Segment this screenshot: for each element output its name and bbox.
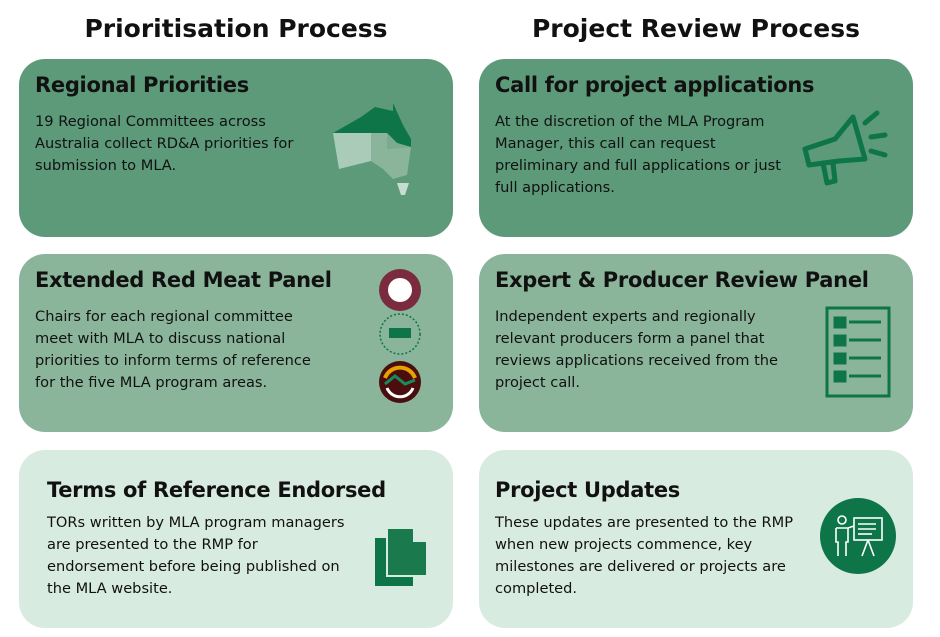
card-body: Independent experts and regionally relev… xyxy=(495,308,779,391)
card-title: Extended Red Meat Panel xyxy=(35,268,332,292)
card-title: Regional Priorities xyxy=(35,73,249,97)
prioritisation-title: Prioritisation Process xyxy=(84,14,388,43)
australia-map-icon xyxy=(333,103,411,195)
card-body: These updates are presented to the RMP w… xyxy=(495,514,794,597)
megaphone-icon xyxy=(802,110,888,186)
presentation-icon xyxy=(820,498,896,574)
card-body: TORs written by MLA program managers are… xyxy=(47,514,345,597)
card-title: Expert & Producer Review Panel xyxy=(495,268,869,292)
card-title: Terms of Reference Endorsed xyxy=(47,478,386,502)
card-call-for-applications: Call for project applications At the dis… xyxy=(479,59,913,237)
card-regional-priorities: Regional Priorities 19 Regional Committe… xyxy=(19,59,453,237)
card-body: At the discretion of the MLA Program Man… xyxy=(495,113,781,196)
card-title: Call for project applications xyxy=(495,73,815,97)
checklist-icon xyxy=(825,306,891,398)
project-review-title: Project Review Process xyxy=(531,14,860,43)
southern-australia-council-logo xyxy=(379,313,421,355)
card-expert-producer-review: Expert & Producer Review Panel Independe… xyxy=(479,254,913,432)
card-body: Chairs for each regional committee meet … xyxy=(35,308,311,391)
card-body: 19 Regional Committees across Australia … xyxy=(35,113,294,174)
council-logos xyxy=(379,269,421,403)
card-title: Project Updates xyxy=(495,478,680,502)
card-project-updates: Project Updates These updates are presen… xyxy=(479,450,913,628)
card-terms-of-reference: Terms of Reference Endorsed TORs written… xyxy=(19,450,453,628)
card-extended-red-meat-panel: Extended Red Meat Panel Chairs for each … xyxy=(19,254,453,432)
documents-icon xyxy=(375,527,428,586)
